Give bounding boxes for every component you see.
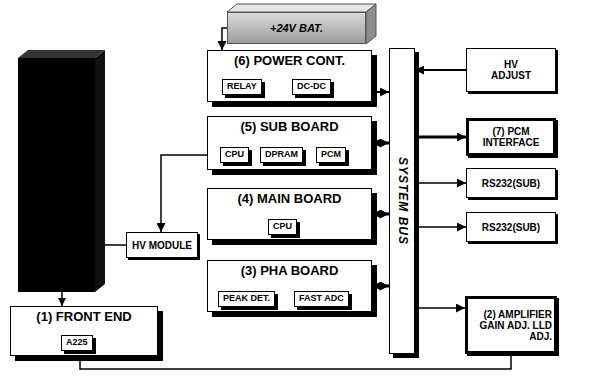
node-label: FAST ADC [299,294,344,304]
battery-box: +24V BAT. [227,12,366,44]
module-box: HV MODULE [126,232,198,258]
chip-box: DPRAM [260,147,303,163]
connector [415,226,466,228]
node-label: (1) FRONT END [11,310,157,324]
detector-block [18,58,95,292]
connector [80,354,511,369]
detector-side [95,50,105,292]
connector [415,307,465,309]
bus-band: SYSTEM BUS [389,48,415,354]
connector [415,182,466,184]
signal-wire [61,292,63,306]
chip-box: FAST ADC [294,291,349,307]
hv-wire [105,244,126,246]
connector [372,142,389,145]
chip-box: A225 [61,335,93,351]
board-box: (5) SUB BOARD CPU DPRAM PCM [207,116,372,170]
node-label: CPU [273,222,292,232]
node-label: +24V BAT. [270,22,323,34]
node-label: DPRAM [265,150,298,160]
connector [372,213,389,216]
board-box: (3) PHA BOARD PEAK DET. FAST ADC [207,260,372,312]
node-label: SYSTEM BUS [395,157,408,245]
node-label: PCM [321,150,341,160]
node-label: (6) POWER CONT. [208,54,371,68]
connector [415,136,466,139]
chip-box: CPU [268,219,297,235]
battery-side [366,4,376,44]
connector [415,69,466,71]
node-label: DC-DC [297,82,326,92]
node-label: PEAK DET. [223,294,270,304]
board-box: (6) POWER CONT. RELAY DC-DC [207,50,372,102]
board-box: (1) FRONT END A225 [10,306,158,356]
node-label: A225 [66,338,88,348]
detector-top [18,50,105,58]
chip-box: DC-DC [292,79,331,95]
node-label: (4) MAIN BOARD [208,192,371,206]
board-box: (4) MAIN BOARD CPU [207,188,372,240]
interface-box: (7) PCM INTERFACE [466,118,556,156]
battery-top [227,4,376,12]
node-label: HV ADJUST [485,59,537,81]
connector [372,285,389,288]
node-label: RS232(SUB) [482,178,540,189]
node-label: (2) AMPLIFIER GAIN ADJ. LLD ADJ. [470,309,552,342]
node-label: HV MODULE [132,240,192,251]
node-label: RELAY [227,82,257,92]
node-label: (3) PHA BOARD [208,264,371,278]
chip-box: PCM [316,147,346,163]
node-label: RS232(SUB) [482,222,540,233]
node-label: (5) SUB BOARD [208,120,371,134]
chip-box: PEAK DET. [218,291,275,307]
control-box: HV ADJUST [466,48,556,92]
port-box: RS232(SUB) [466,212,556,242]
chip-box: RELAY [222,79,262,95]
node-label: (7) PCM INTERFACE [473,126,549,148]
connector [161,155,207,232]
amplifier-box: (2) AMPLIFIER GAIN ADJ. LLD ADJ. [465,296,557,354]
chip-box: CPU [220,147,249,163]
port-box: RS232(SUB) [466,168,556,198]
node-label: CPU [225,150,244,160]
connector [372,91,389,93]
